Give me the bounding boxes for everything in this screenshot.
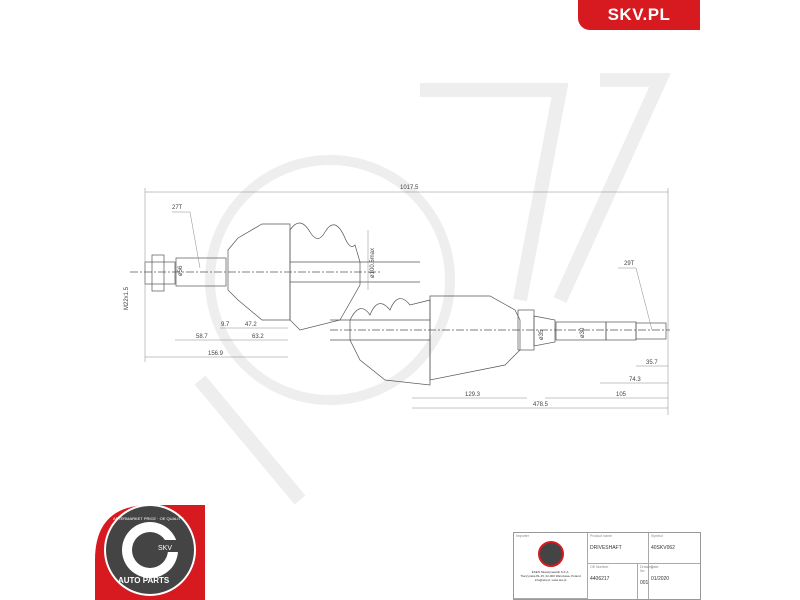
dim-58-7: 58.7: [196, 334, 208, 340]
dim-156-9: 156.9: [208, 351, 224, 357]
dim-74-3: 74.3: [629, 377, 641, 383]
watermark: [194, 73, 671, 505]
svg-text:AFTERMARKET PRICE · OE QUALITY: AFTERMARKET PRICE · OE QUALITY: [113, 516, 184, 521]
svg-text:AUTO PARTS: AUTO PARTS: [118, 576, 170, 585]
importer-logo: [537, 541, 564, 567]
dim-dia-right: ø30: [580, 327, 586, 338]
dim-dia-mid: ø35: [539, 329, 545, 340]
brand-logo: SKV.PL: [578, 0, 700, 30]
dim-47-2: 47.2: [245, 322, 257, 328]
dim-105: 105: [616, 392, 627, 398]
dim-63-2: 63.2: [252, 334, 264, 340]
inner-joint-housing: [429, 295, 521, 381]
dim-478-5: 478.5: [533, 402, 549, 408]
dim-thread: M22x1.5: [124, 286, 130, 310]
oe-cell: OE Number 4406217: [588, 564, 638, 599]
dim-9-7: 9.7: [221, 322, 230, 328]
skv-auto-parts-badge: SKV AUTO PARTS AFTERMARKET PRICE · OE QU…: [95, 504, 205, 600]
title-block: Importer ESEN Skandynawski S.K.A. Tłoczy…: [513, 532, 701, 600]
dim-35-7: 35.7: [646, 360, 658, 366]
product-cell: Product name DRIVESHAFT: [588, 533, 649, 564]
left-boot: [289, 222, 361, 331]
dim-boot-dia: ø100.5max: [370, 248, 376, 278]
dim-spline-right: 29T: [624, 261, 635, 267]
dim-spline-left: 27T: [172, 205, 183, 211]
dimension-lines: [144, 188, 669, 415]
dim-dia-left: ø56: [178, 265, 184, 276]
date-cell: Date 01/2020: [651, 565, 670, 582]
svg-text:SKV: SKV: [158, 545, 172, 552]
drawing-cell: Drawing No 001: [638, 564, 653, 599]
dim-overall: 1017.5: [400, 185, 419, 191]
dim-129-3: 129.3: [465, 392, 481, 398]
symbol-cell: Symbol 40SKV062: [649, 533, 700, 564]
importer-cell: Importer ESEN Skandynawski S.K.A. Tłoczy…: [514, 533, 588, 599]
right-boot: [349, 298, 431, 386]
